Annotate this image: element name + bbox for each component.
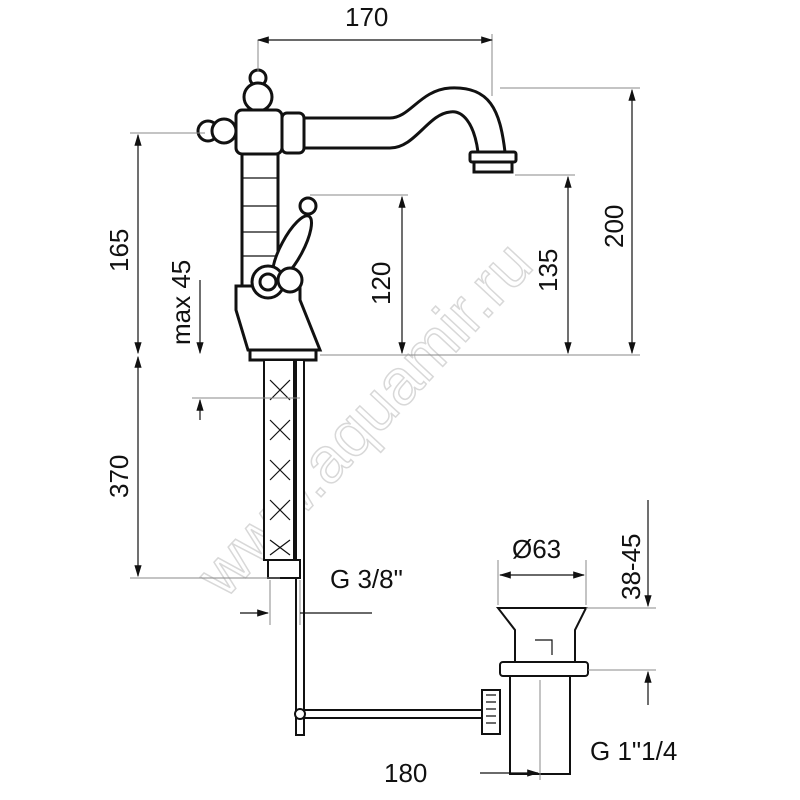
- dim-total-height: 200: [599, 205, 629, 248]
- dim-rod-length: 180: [384, 758, 427, 788]
- faucet: [196, 68, 518, 362]
- dim-hose-connection: G 3/8": [330, 564, 403, 594]
- dim-spout-height: 135: [533, 249, 563, 292]
- dim-max-counter: max 45: [166, 260, 196, 345]
- dim-handle-height: 120: [366, 262, 396, 305]
- drain-valve: [495, 607, 589, 775]
- dim-drain-height: 38-45: [616, 534, 646, 601]
- dim-hose-length: 370: [104, 455, 134, 498]
- dim-body-height: 165: [104, 229, 134, 272]
- dim-drain-diameter: Ø63: [512, 534, 561, 564]
- dimension-lines: [130, 34, 656, 780]
- dim-drain-thread: G 1"1/4: [590, 736, 677, 766]
- hoses: [263, 359, 501, 736]
- dim-spout-reach: 170: [345, 2, 388, 32]
